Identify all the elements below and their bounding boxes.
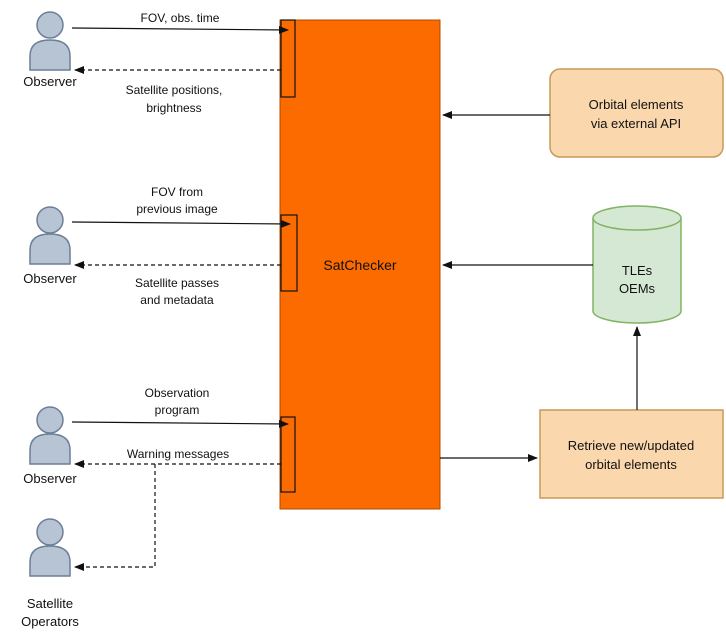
arrow-fov-previous [71,219,291,228]
msg-fov-obs-time: FOV, obs. time [141,11,220,25]
observer-label: Observer [23,74,77,89]
observer-icon [29,206,71,265]
database-icon [592,205,682,324]
database-line2: OEMs [619,281,656,296]
satchecker-label: SatChecker [323,257,396,273]
operators-label-line1: Satellite [27,596,73,611]
retrieve-box [539,409,724,499]
msg-fov-prev-2: previous image [136,202,218,216]
activation-bar-2 [280,214,298,292]
orbital-api-line2: via external API [591,116,681,131]
msg-sat-positions-1: Satellite positions, [126,83,223,97]
observer-icon [29,406,71,465]
observer-label: Observer [23,471,77,486]
retrieve-line2: orbital elements [585,457,677,472]
msg-warnings: Warning messages [127,447,229,461]
observer-icon [29,11,71,71]
satellite-operator-icon [29,518,71,577]
msg-passes-1: Satellite passes [135,276,219,290]
msg-sat-positions-2: brightness [146,101,201,115]
activation-bar-3 [280,416,296,493]
observer-label: Observer [23,271,77,286]
activation-bar-1 [280,19,296,98]
arrow-observation-program [71,419,289,428]
msg-passes-2: and metadata [140,293,214,307]
msg-fov-prev-1: FOV from [151,185,203,199]
satchecker-block [279,19,441,510]
msg-obs-program-2: program [155,403,200,417]
database-line1: TLEs [622,263,653,278]
arrow-warning-to-operators [74,464,156,571]
operators-label-line2: Operators [21,614,79,629]
retrieve-line1: Retrieve new/updated [568,438,694,453]
orbital-api-box [549,68,724,158]
orbital-api-line1: Orbital elements [589,97,684,112]
msg-obs-program-1: Observation [145,386,210,400]
arrow-fov-obs-time [71,25,289,34]
